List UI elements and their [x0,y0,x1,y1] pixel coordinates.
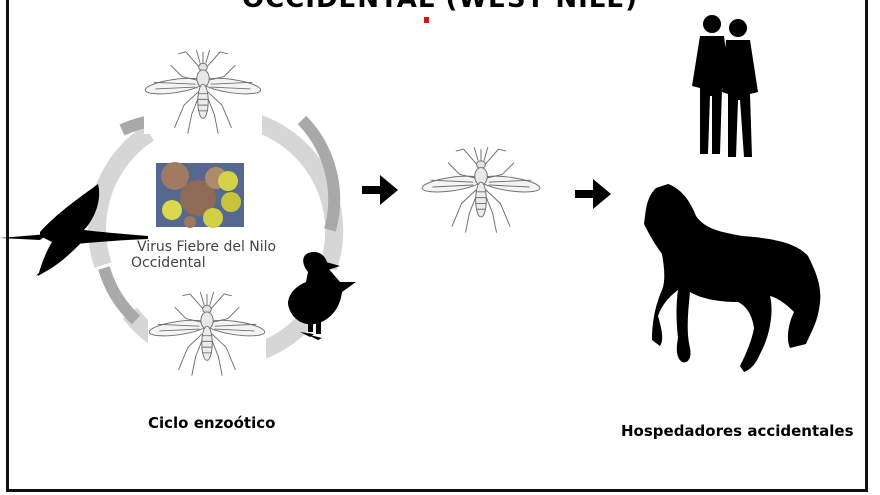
duck-icon [288,252,356,340]
page-title: OCCIDENTAL (WEST NILE) [0,0,880,14]
enzootic-cycle-label: Ciclo enzoótico [148,414,276,432]
horse-icon [644,184,821,372]
accidental-hosts-label: Hospedadores accidentales [621,422,854,440]
virus-label-line-1: Virus Fiebre del Nilo [137,239,277,255]
people-icon [692,15,758,157]
arrow-right-icon [575,179,611,209]
virus-micrograph [156,162,244,228]
diagram-frame [6,0,868,492]
heron-icon [0,184,148,276]
virus-label-line-2: Occidental [131,255,206,271]
accent-mark [424,17,429,23]
virus-label: Virus Fiebre del Nilo Occidental [131,239,331,271]
arrow-right-icon [362,175,398,205]
